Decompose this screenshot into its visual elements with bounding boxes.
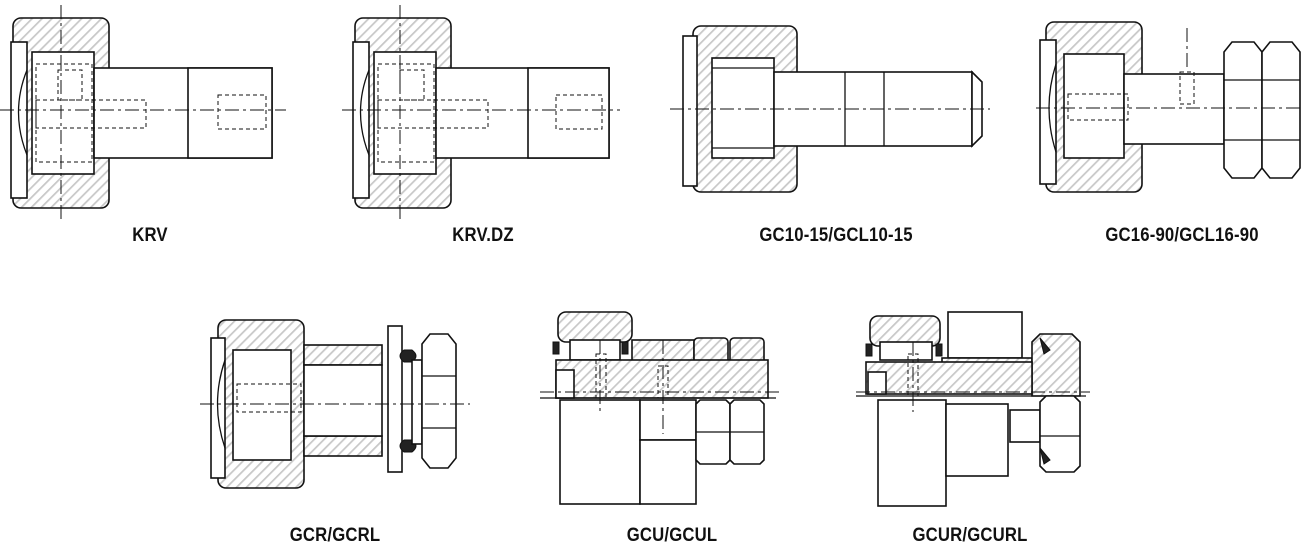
drawing-gcur xyxy=(856,311,1090,507)
drawing-gc10-15 xyxy=(670,25,990,193)
drawing-gcu xyxy=(540,311,780,505)
caption-gcu: GCU/GCUL xyxy=(626,525,718,546)
caption-gcur: GCUR/GCURL xyxy=(912,525,1028,546)
caption-krv: KRV xyxy=(132,225,168,246)
caption-gc10-15: GC10-15/GCL10-15 xyxy=(759,225,913,246)
drawing-krv xyxy=(0,5,286,220)
drawing-gc16-90 xyxy=(1036,21,1304,193)
caption-gc16-90: GC16-90/GCL16-90 xyxy=(1105,225,1259,246)
caption-krv-dz: KRV.DZ xyxy=(452,225,514,246)
drawing-krv-dz xyxy=(342,5,620,220)
drawing-gcr xyxy=(200,319,470,489)
caption-gcr: GCR/GCRL xyxy=(289,525,381,546)
